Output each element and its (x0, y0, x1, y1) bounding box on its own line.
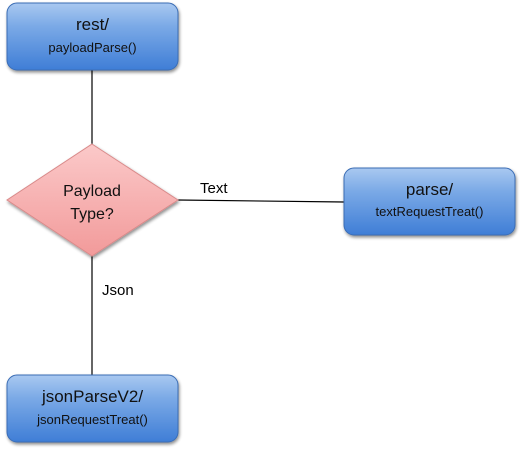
edge-label-text: Text (200, 180, 228, 197)
node-parse-subtitle: textRequestTreat() (376, 204, 484, 219)
node-rest-subtitle: payloadParse() (48, 40, 136, 55)
connector-decision-to-parse (177, 199, 345, 203)
node-parse[interactable] (343, 167, 516, 236)
node-decision[interactable] (6, 143, 179, 257)
node-parse-title: parse/ (406, 180, 454, 199)
node-json-title: jsonParseV2/ (41, 387, 143, 406)
node-rest[interactable] (6, 2, 179, 71)
edge-label-json: Json (102, 282, 134, 299)
node-json-subtitle: jsonRequestTreat() (36, 412, 148, 427)
node-rest-title: rest/ (76, 15, 109, 34)
node-decision-line2: Type? (70, 206, 114, 223)
node-decision-line1: Payload (63, 183, 121, 200)
node-json[interactable] (6, 374, 179, 443)
